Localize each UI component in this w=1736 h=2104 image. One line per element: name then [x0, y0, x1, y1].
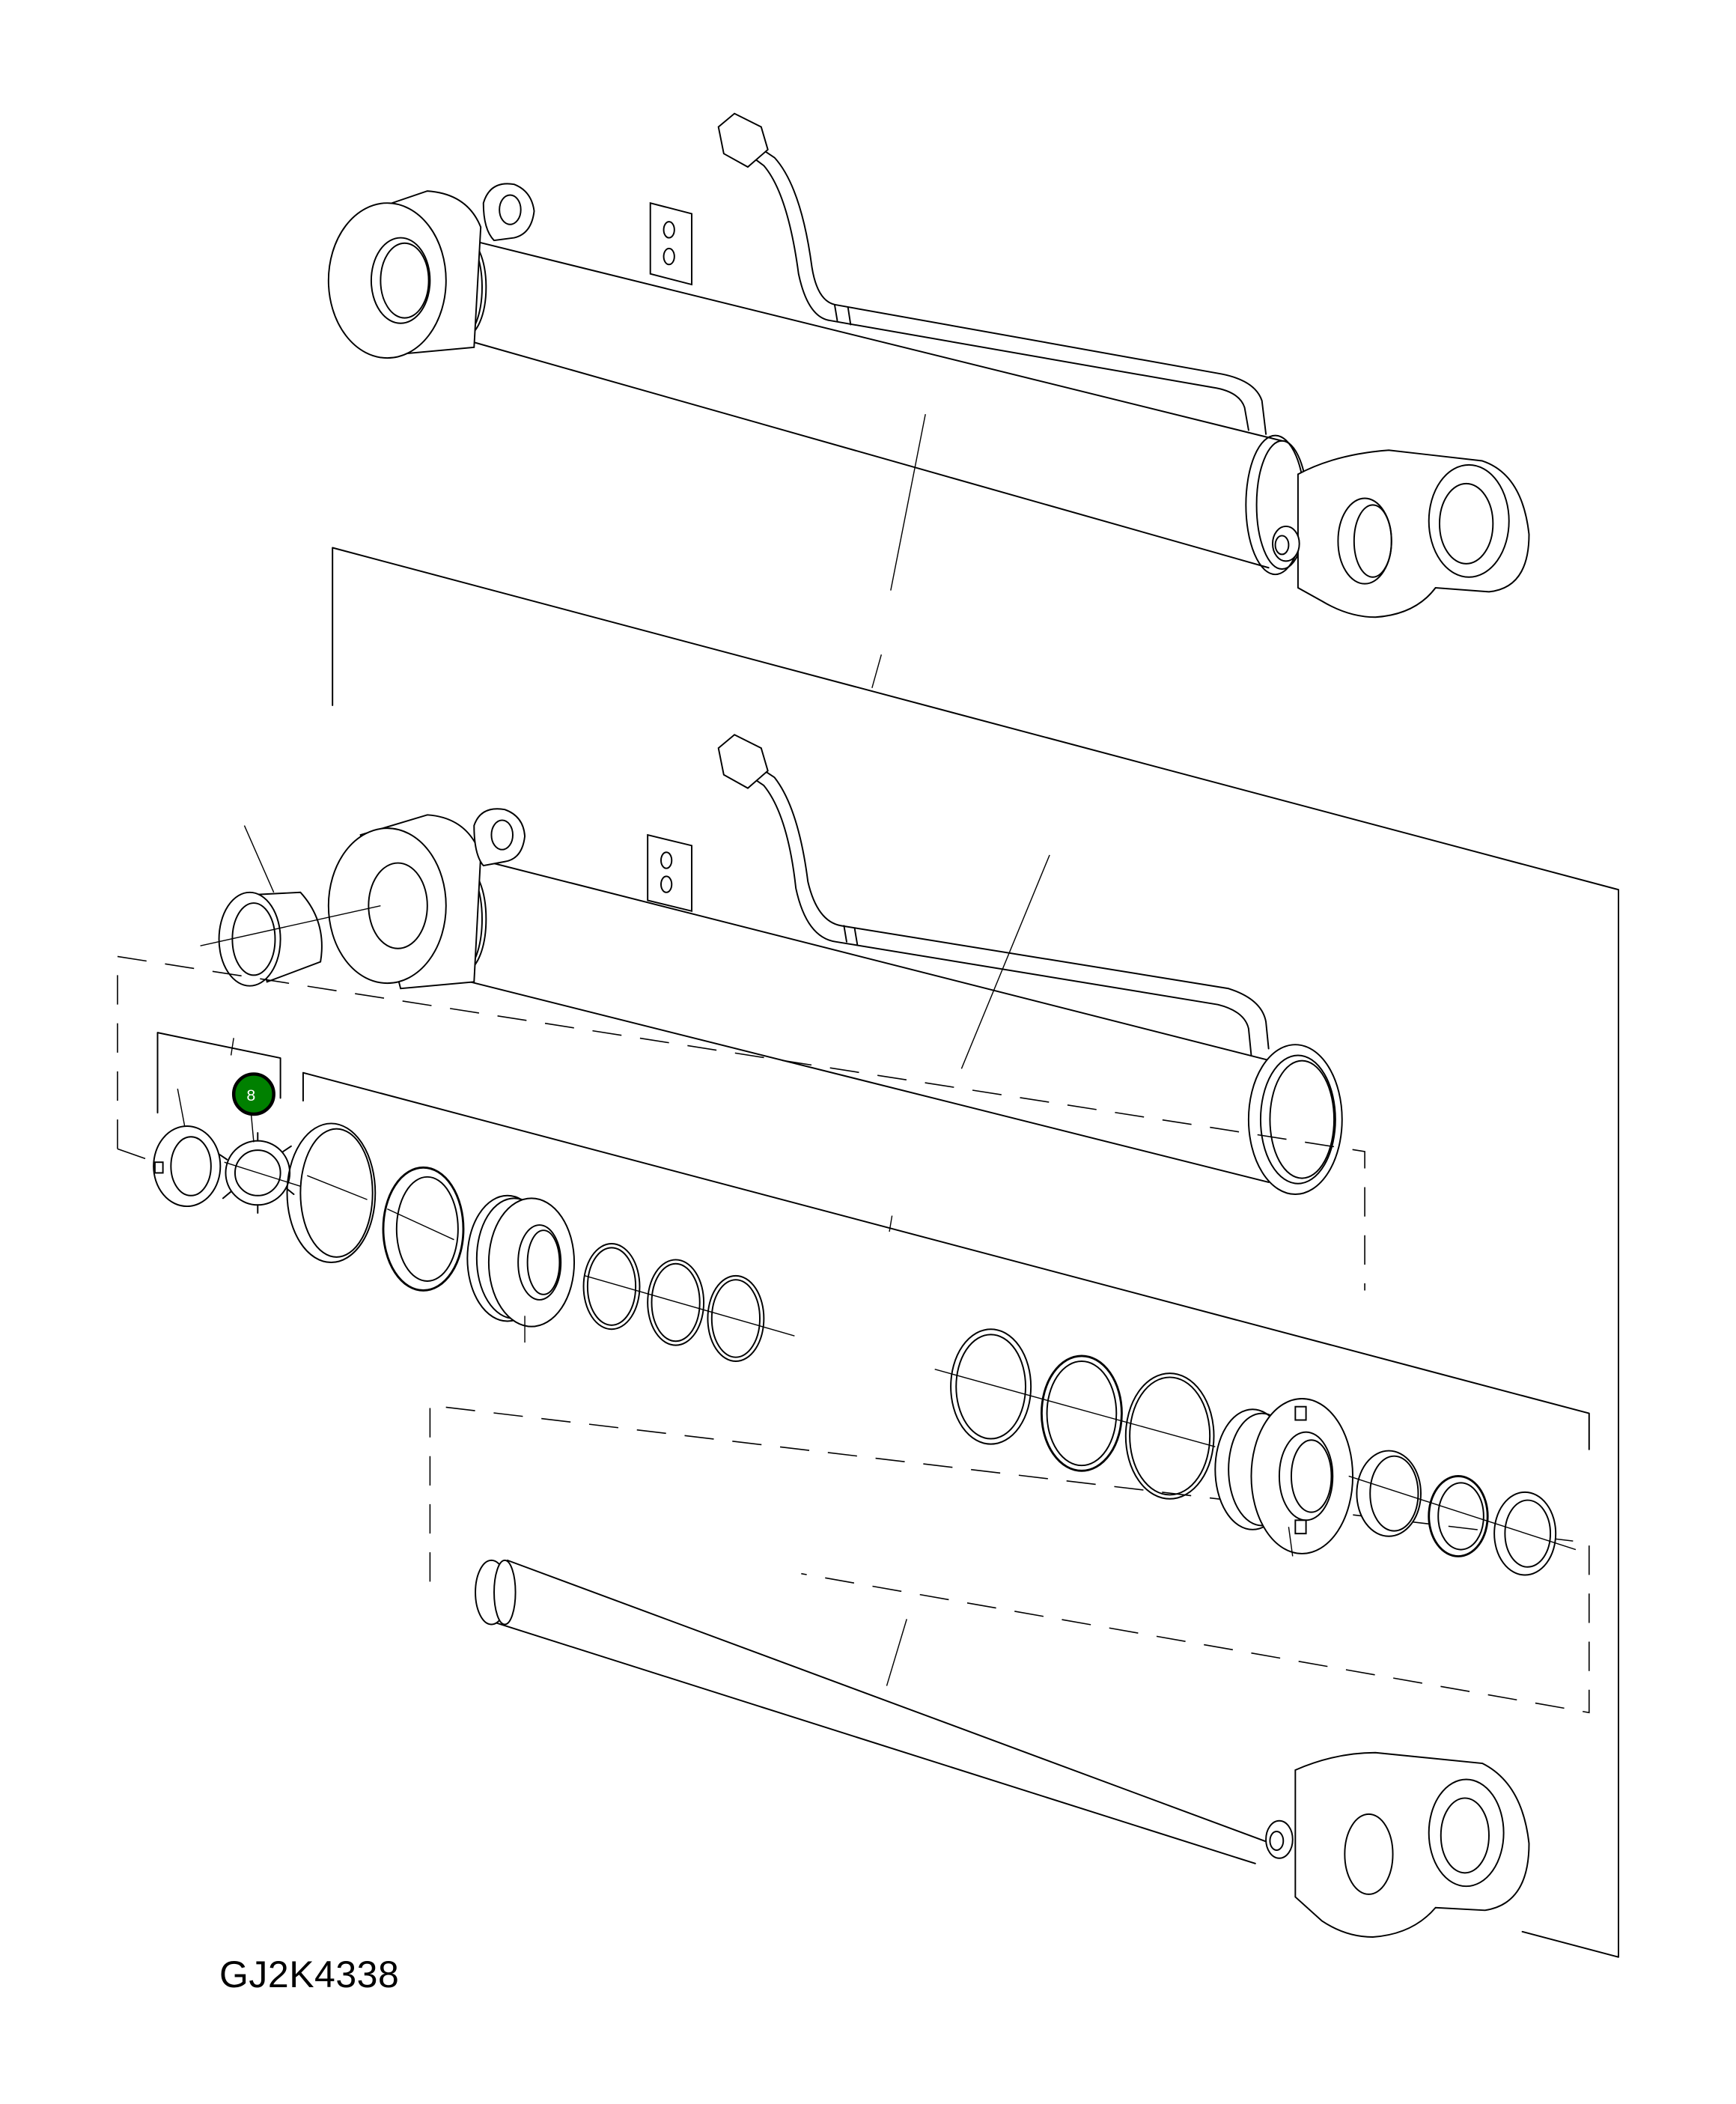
o-rings	[582, 1243, 1216, 1500]
piston	[466, 1194, 576, 1343]
piston-rod	[475, 1559, 1530, 1938]
figure-id-label: GJ2K4338	[219, 1954, 400, 1995]
lock-washer	[218, 1131, 301, 1214]
cylinder-tube-with-pipe	[327, 734, 1343, 1195]
piston-ring	[286, 1122, 377, 1263]
cylinder-assembly-complete	[327, 112, 1530, 618]
cylinder-head	[1214, 1397, 1354, 1557]
head-seals	[1348, 1450, 1577, 1576]
callout-leader	[250, 1113, 255, 1143]
lock-nut	[153, 1088, 222, 1208]
callout-8[interactable]: 8	[231, 1072, 275, 1143]
seal-ring	[382, 1166, 465, 1292]
sub-frames	[117, 955, 1590, 1714]
callout-badge[interactable]	[231, 1072, 275, 1116]
group-frame	[332, 547, 1620, 1958]
bushing	[200, 825, 381, 987]
